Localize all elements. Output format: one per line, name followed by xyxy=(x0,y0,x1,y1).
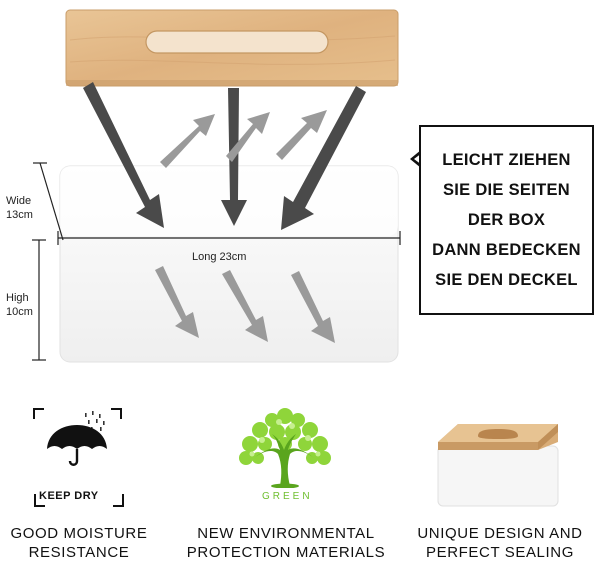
wide-label: Wide xyxy=(6,195,32,207)
light-down-arrows xyxy=(155,266,335,343)
caption-line: PROTECTION MATERIALS xyxy=(186,544,386,561)
feature-caption: GOOD MOISTURE RESISTANCE xyxy=(4,524,154,562)
product-illustration xyxy=(32,9,401,363)
dimension-lines xyxy=(32,162,401,361)
down-arrow-right xyxy=(281,86,366,230)
caption-line: RESISTANCE xyxy=(28,544,130,561)
inner-arrow-3 xyxy=(291,271,335,343)
wide-dimension: Wide 13cm xyxy=(6,194,33,222)
tree-icon xyxy=(239,408,331,488)
caption-line: GOOD MOISTURE xyxy=(10,525,148,542)
up-arrow-1 xyxy=(160,114,215,168)
instruction-callout: LEICHT ZIEHEN SIE DIE SEITEN DER BOX DAN… xyxy=(419,125,594,315)
up-arrow-3 xyxy=(276,110,327,160)
tissue-box-icon xyxy=(437,424,559,507)
wooden-lid xyxy=(65,9,399,87)
callout-line: SIE DEN DECKEL xyxy=(435,271,578,289)
keep-dry-frame xyxy=(34,494,124,507)
high-value: 10cm xyxy=(6,306,33,318)
up-arrow-2 xyxy=(226,112,270,162)
feature-caption: UNIQUE DESIGN AND PERFECT SEALING xyxy=(402,524,598,562)
caption-line: NEW ENVIRONMENTAL xyxy=(197,525,375,542)
feature-caption: NEW ENVIRONMENTAL PROTECTION MATERIALS xyxy=(186,524,386,562)
high-label: High xyxy=(6,292,29,304)
caption-line: PERFECT SEALING xyxy=(426,544,574,561)
wide-value: 13cm xyxy=(6,209,33,221)
white-box xyxy=(59,165,399,363)
light-up-arrows xyxy=(160,110,327,168)
callout-line: SIE DIE SEITEN xyxy=(442,181,571,199)
inner-arrow-1 xyxy=(155,266,199,338)
down-arrow-left xyxy=(83,82,164,228)
green-label: GREEN xyxy=(262,491,313,502)
callout-line: LEICHT ZIEHEN xyxy=(442,151,571,169)
callout-line: DER BOX xyxy=(467,211,546,229)
high-dimension: High 10cm xyxy=(6,291,33,319)
umbrella-icon xyxy=(33,408,122,466)
long-dimension-label: Long 23cm xyxy=(192,251,247,263)
callout-line: DANN BEDECKEN xyxy=(432,241,581,259)
inner-arrow-2 xyxy=(222,270,268,342)
caption-line: UNIQUE DESIGN AND xyxy=(417,525,583,542)
callout-pointer-inner xyxy=(414,153,422,165)
keep-dry-label: KEEP DRY xyxy=(39,490,99,502)
